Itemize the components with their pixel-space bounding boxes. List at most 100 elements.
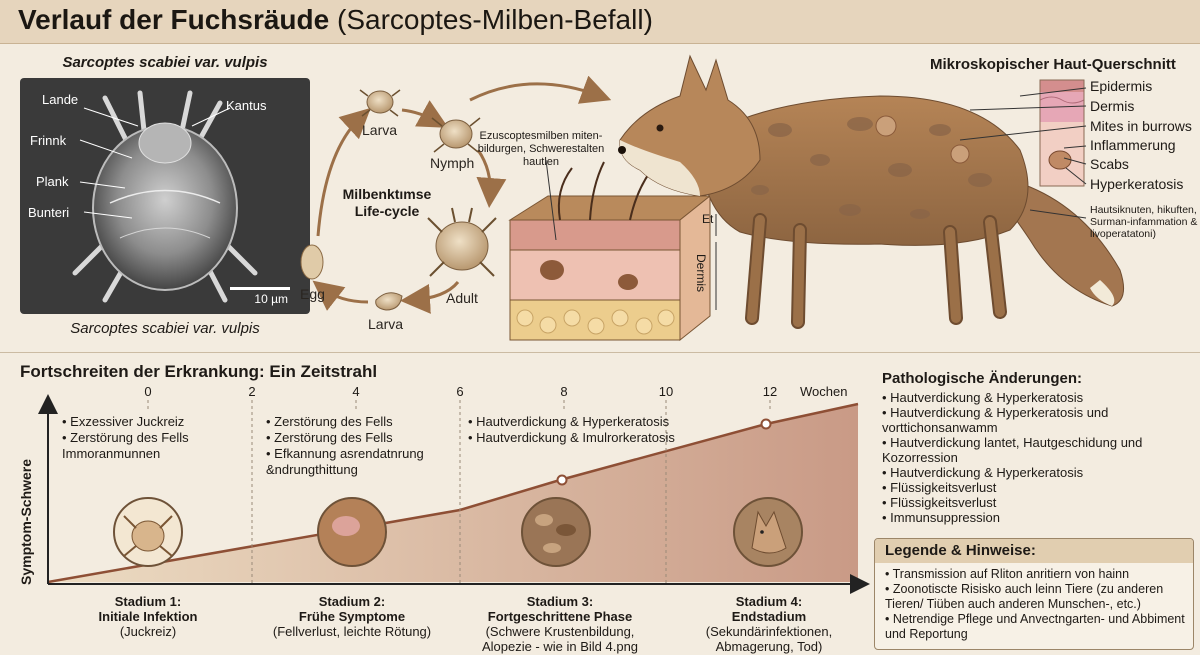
symptom-item: Hautverdickung & Imulrorkeratosis xyxy=(468,430,718,446)
legend-item: Zoonotiscte Risisko auch leinn Tiere (zu… xyxy=(885,582,1189,612)
week-label-0: 0 xyxy=(144,384,152,399)
pathology-item: Immunsuppression xyxy=(882,510,1192,525)
week-label-2: 2 xyxy=(248,384,256,399)
legend-title: Legende & Hinweise: xyxy=(875,539,1193,563)
symptom-item: Zerstörung des Fells Immoranmunnen xyxy=(62,430,242,462)
stage-4-title: Endstadium xyxy=(731,609,807,624)
stage-2-title: Frühe Symptome xyxy=(298,609,406,624)
section-divider xyxy=(0,352,1200,353)
severity-point-8 xyxy=(556,474,568,486)
symptom-item: Hautverdickung & Hyperkeratosis xyxy=(468,414,718,430)
stage-2-desc: (Fellverlust, leichte Rötung) xyxy=(272,624,432,639)
cs-label-hyperkeratosis: Hyperkeratosis xyxy=(1090,176,1184,192)
stage-3-desc: (Schwere Krustenbildung, Alopezie - wie … xyxy=(481,624,639,654)
pathology-title: Pathologische Änderungen: xyxy=(882,370,1083,387)
week-label-8: 8 xyxy=(560,384,568,399)
stage-1-desc: (Juckreiz) xyxy=(119,624,177,639)
cross-section-illustration xyxy=(959,79,1087,219)
larva-top-illustration xyxy=(359,89,401,117)
stage-4-caption: Stadium 4: Endstadium (Sekundärinfektion… xyxy=(694,594,844,654)
cs-label-mites: Mites in burrows xyxy=(1090,118,1192,134)
pathology-list: Hautverdickung & Hyperkeratosis Hautverd… xyxy=(882,390,1192,525)
stage-1-title: Initiale Infektion xyxy=(98,609,198,624)
stage-3-title: Fortgeschrittene Phase xyxy=(487,609,633,624)
larva-bottom-illustration xyxy=(375,292,403,311)
pathology-item: Flüssigkeitsverlust xyxy=(882,480,1192,495)
week-label-10: 10 xyxy=(658,384,674,399)
stage-3-symptoms: Hautverdickung & Hyperkeratosis Hautverd… xyxy=(468,414,718,446)
lifecycle-label-larva-bottom: Larva xyxy=(368,316,404,332)
symptom-item: Zerstörung des Fells xyxy=(266,430,456,446)
timeline-title: Fortschreiten der Erkrankung: Ein Zeitst… xyxy=(20,362,378,381)
stage-2-caption: Stadium 2: Frühe Symptome (Fellverlust, … xyxy=(262,594,442,639)
severity-area xyxy=(48,404,858,582)
stage-2-symptoms: Zerstörung des Fells Zerstörung des Fell… xyxy=(266,414,456,478)
severity-point-12 xyxy=(760,418,772,430)
sem-label-bunteri: Bunteri xyxy=(28,205,70,220)
lifecycle-diagram xyxy=(300,75,612,314)
symptom-item: Efkannung asrendatnrung &ndrungthittung xyxy=(266,446,456,478)
pathology-item: Hautverdickung & Hyperkeratosis und vort… xyxy=(882,405,1192,435)
lifecycle-label-nymph: Nymph xyxy=(430,155,475,171)
pathology-item: Hautverdickung & Hyperkeratosis xyxy=(882,390,1192,405)
week-label-4: 4 xyxy=(352,384,360,399)
stage-3-caption: Stadium 3: Fortgeschrittene Phase (Schwe… xyxy=(472,594,648,654)
stage-4-thumbnail xyxy=(733,497,803,567)
cs-label-dermis: Dermis xyxy=(1090,98,1135,114)
sem-title: Sarcoptes scabiei var. vulpis xyxy=(62,54,268,71)
cs-label-scabs: Scabs xyxy=(1090,156,1129,172)
lifecycle-title: Milbenktımse Life-cycle xyxy=(322,186,452,220)
symptom-item: Zerstörung des Fells xyxy=(266,414,456,430)
cross-section-title: Mikroskopischer Haut-Querschnitt xyxy=(930,56,1176,73)
stage-3-name: Stadium 3: xyxy=(526,594,594,609)
pathology-item: Hautverdickung lantet, Hautgeschidung un… xyxy=(882,435,1192,465)
sem-label-kantus: Kantus xyxy=(226,98,267,113)
lifecycle-title-line1: Milbenktımse xyxy=(342,186,432,202)
stage-4-name: Stadium 4: xyxy=(735,594,803,609)
stage-2-thumbnail xyxy=(317,497,387,567)
adult-mite-illustration xyxy=(427,207,497,277)
stage-3-thumbnail xyxy=(521,497,591,567)
sem-image: Lande Kantus Frinnk Plank Bunteri 10 µm xyxy=(20,78,310,314)
cross-section-note: Hautsiknuten, hikuften, Surman-infammati… xyxy=(1090,204,1198,240)
stage-1-symptoms: Exzessiver Juckreiz Zerstörung des Fells… xyxy=(62,414,242,462)
skin-block-illustration xyxy=(508,159,717,342)
nymph-illustration xyxy=(431,117,481,153)
cs-label-epidermis: Epidermis xyxy=(1090,78,1153,94)
skin-block-note: Ezuscoptesmilben miten-bildurgen, Schwer… xyxy=(477,130,605,168)
stage-4-desc: (Sekundärinfektionen, Abmagerung, Tod) xyxy=(705,624,833,654)
symptom-item: Exzessiver Juckreiz xyxy=(62,414,242,430)
scale-text: 10 µm xyxy=(254,292,288,306)
week-unit-label: Wochen xyxy=(800,384,848,399)
lifecycle-label-egg: Egg xyxy=(300,286,325,302)
stage-1-name: Stadium 1: xyxy=(114,594,182,609)
week-label-12: 12 xyxy=(762,384,778,399)
pathology-item: Hautverdickung & Hyperkeratosis xyxy=(882,465,1192,480)
sem-label-lande: Lande xyxy=(42,92,79,107)
mite-sem-illustration xyxy=(72,90,258,303)
legend-item: Netrendige Pflege und Anvectngarten- und… xyxy=(885,612,1189,642)
stage-2-name: Stadium 2: xyxy=(318,594,386,609)
sem-label-frinnk: Frinnk xyxy=(30,133,67,148)
week-label-6: 6 xyxy=(456,384,464,399)
title-subtitle: (Sarcoptes-Milben-Befall) xyxy=(337,4,653,35)
pathology-item: Flüssigkeitsverlust xyxy=(882,495,1192,510)
title-bar: Verlauf der Fuchsräude (Sarcoptes-Milben… xyxy=(0,0,1200,44)
stage-1-caption: Stadium 1: Initiale Infektion (Juckreiz) xyxy=(88,594,208,639)
skin-label-epidermis: Et xyxy=(702,212,714,226)
scale-bar xyxy=(230,287,290,290)
sem-label-plank: Plank xyxy=(36,174,69,189)
page-title: Verlauf der Fuchsräude (Sarcoptes-Milben… xyxy=(18,4,653,36)
stage-1-thumbnail xyxy=(113,497,183,567)
legend-box: Legende & Hinweise: Transmission auf Rli… xyxy=(874,538,1194,650)
lifecycle-title-line2: Life-cycle xyxy=(354,203,420,219)
legend-item: Transmission auf Rliton anritiern von ha… xyxy=(885,567,1189,582)
lifecycle-label-larva-top: Larva xyxy=(362,122,398,138)
title-main-text: Verlauf der Fuchsräude xyxy=(18,4,330,35)
lifecycle-label-adult: Adult xyxy=(446,290,478,306)
cs-label-inflammerung: Inflammerung xyxy=(1090,137,1176,153)
sem-caption: Sarcoptes scabiei var. vulpis xyxy=(70,320,260,337)
legend-list: Transmission auf Rliton anritiern von ha… xyxy=(885,567,1189,642)
egg-illustration xyxy=(300,244,324,280)
